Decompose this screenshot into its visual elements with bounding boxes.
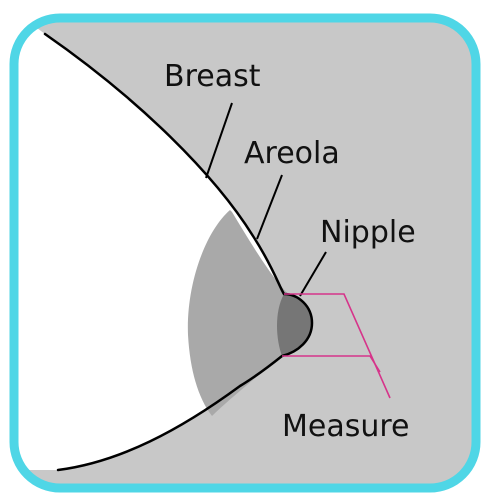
measure-bracket-lower bbox=[282, 355, 381, 373]
label-nipple: Nipple bbox=[320, 215, 416, 250]
diagram-frame bbox=[9, 13, 481, 493]
breast-leader-line bbox=[205, 102, 233, 179]
breast-outline bbox=[43, 32, 314, 472]
areola-shape bbox=[187, 210, 288, 416]
label-areola: Areola bbox=[244, 136, 340, 171]
label-breast: Breast bbox=[164, 59, 261, 94]
nipple-leader-line bbox=[299, 251, 327, 297]
label-measure: Measure bbox=[282, 409, 410, 444]
nipple-shape bbox=[277, 294, 312, 356]
areola-leader-line bbox=[256, 174, 283, 240]
